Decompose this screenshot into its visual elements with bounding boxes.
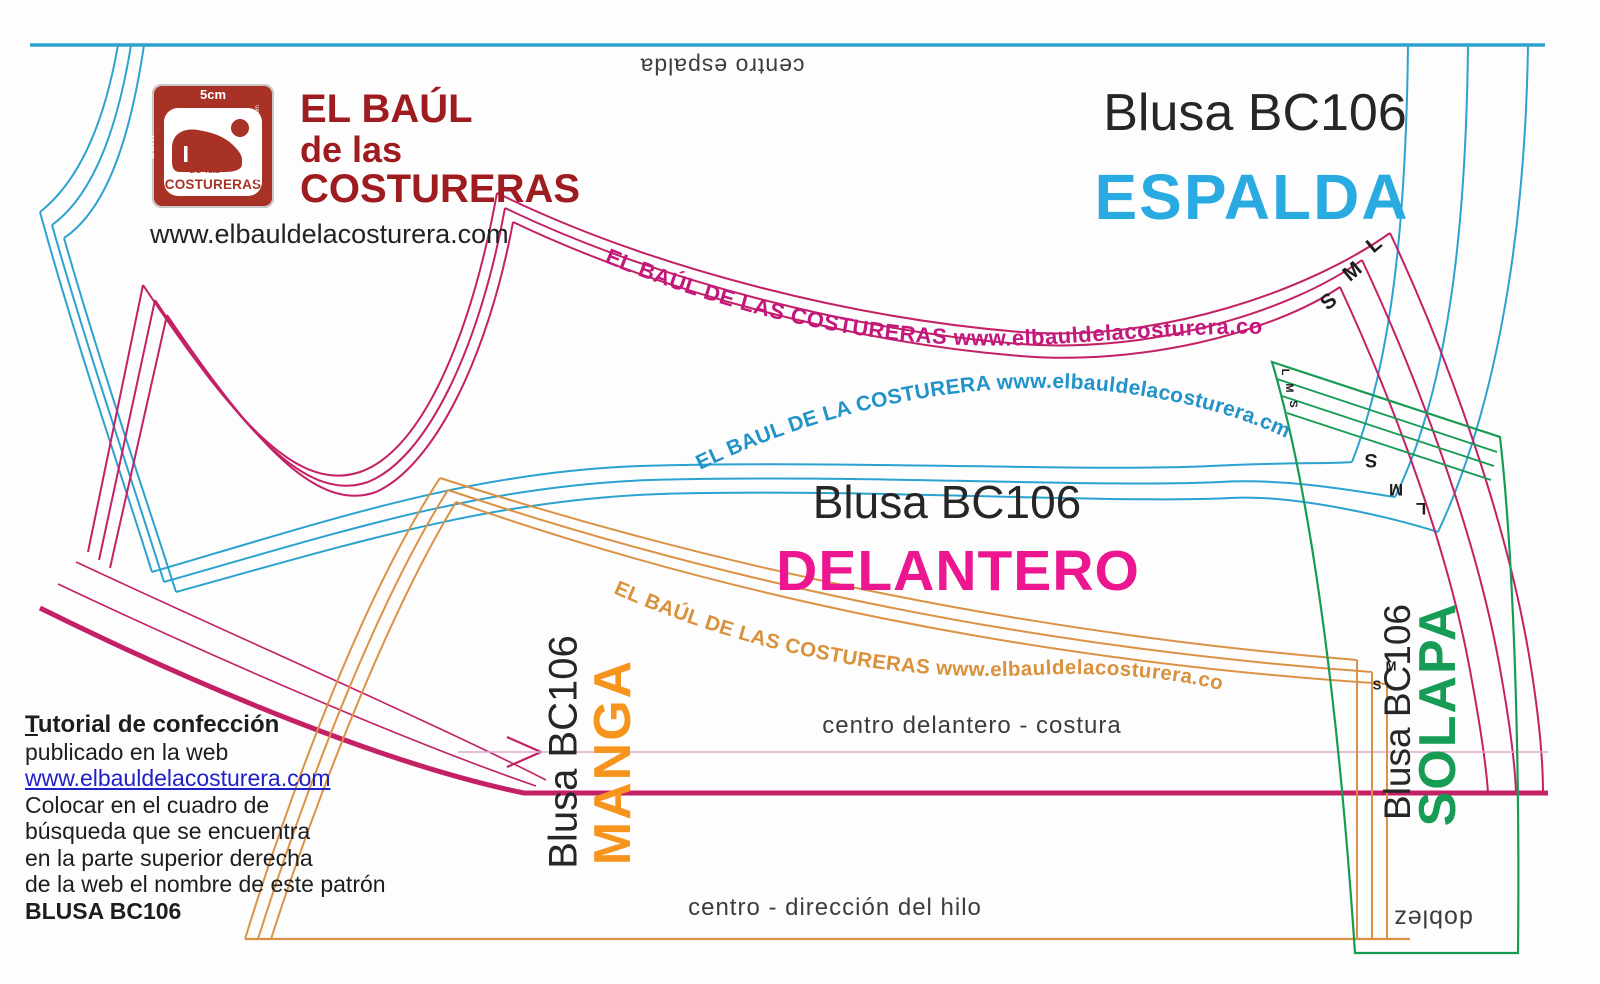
logo-vertical-url: www.elbauldelacosturera.com: [255, 105, 262, 185]
espalda-product-title: Blusa BC106: [1103, 84, 1407, 142]
brand-title-line1: EL BAÚL: [300, 87, 473, 131]
manga-product-title: Blusa BC106: [541, 635, 586, 869]
curved-brand-blue: EL BAUL DE LA COSTURERA www.elbauldelaco…: [692, 370, 1294, 475]
solapa-outline: [1270, 360, 1520, 955]
delantero-piece-title: DELANTERO: [776, 539, 1140, 603]
size-label-m-espalda: M: [1388, 480, 1404, 499]
centro-delantero-label: centro delantero - costura: [822, 712, 1122, 739]
delantero-product-title: Blusa BC106: [812, 476, 1082, 528]
logo-name-bold: COSTURERAS: [164, 177, 262, 192]
tutorial-line4: Colocar en el cuadro de: [25, 791, 270, 818]
delantero-outline: [38, 192, 1548, 796]
brand-title-line2: de las: [300, 129, 403, 170]
tutorial-title: Tutorial de confección: [25, 711, 386, 739]
centro-espalda-label: centro espalda: [639, 53, 805, 80]
size-label-l-espalda: L: [1415, 499, 1427, 518]
size-label-s-manga: S: [1372, 677, 1382, 693]
logo-scale-left: 5cm: [143, 134, 158, 160]
tutorial-title-initial: T: [25, 711, 38, 738]
size-label-s-espalda: S: [1364, 449, 1378, 470]
tutorial-pattern-name: BLUSA BC106: [25, 897, 182, 924]
tutorial-line6: en la parte superior derecha: [25, 844, 313, 871]
tutorial-line7: de la web el nombre de este patrón: [25, 871, 386, 897]
tutorial-note: Tutorial de confección publicado en la w…: [25, 711, 386, 924]
espalda-piece-title: ESPALDA: [1094, 161, 1410, 233]
manga-outline: [244, 477, 1410, 941]
tutorial-title-rest: utorial de confección: [37, 711, 280, 738]
tutorial-line2: publicado en la web: [25, 738, 229, 765]
tutorial-link: www.elbauldelacosturera.com: [25, 765, 331, 791]
sewing-machine-icon: [172, 119, 249, 172]
size-label-m-solapa: M: [1283, 383, 1295, 393]
brand-title-line3: COSTURERAS: [300, 167, 581, 211]
tutorial-line5: búsqueda que se encuentra: [25, 818, 311, 844]
espalda-outline: [30, 43, 1545, 593]
doblez-label: doblez: [1393, 904, 1473, 933]
solapa-piece-title: SOLAPA: [1409, 601, 1467, 827]
size-label-l-solapa: L: [1279, 368, 1291, 376]
size-label-m-manga: M: [1385, 658, 1397, 674]
logo-name-small: el baúl de las: [188, 148, 224, 176]
size-label-s-solapa: S: [1287, 400, 1299, 408]
centro-hilo-label: centro - dirección del hilo: [688, 894, 982, 921]
logo-scale-top: 5cm: [199, 87, 227, 102]
logo-inner-panel: el baúl de las COSTURERAS: [164, 108, 262, 196]
brand-website: www.elbauldelacosturera.com: [150, 219, 509, 249]
brand-logo: 5cm 5cm el baúl de las COSTURERAS www.el…: [143, 84, 274, 208]
manga-piece-title: MANGA: [584, 658, 642, 866]
